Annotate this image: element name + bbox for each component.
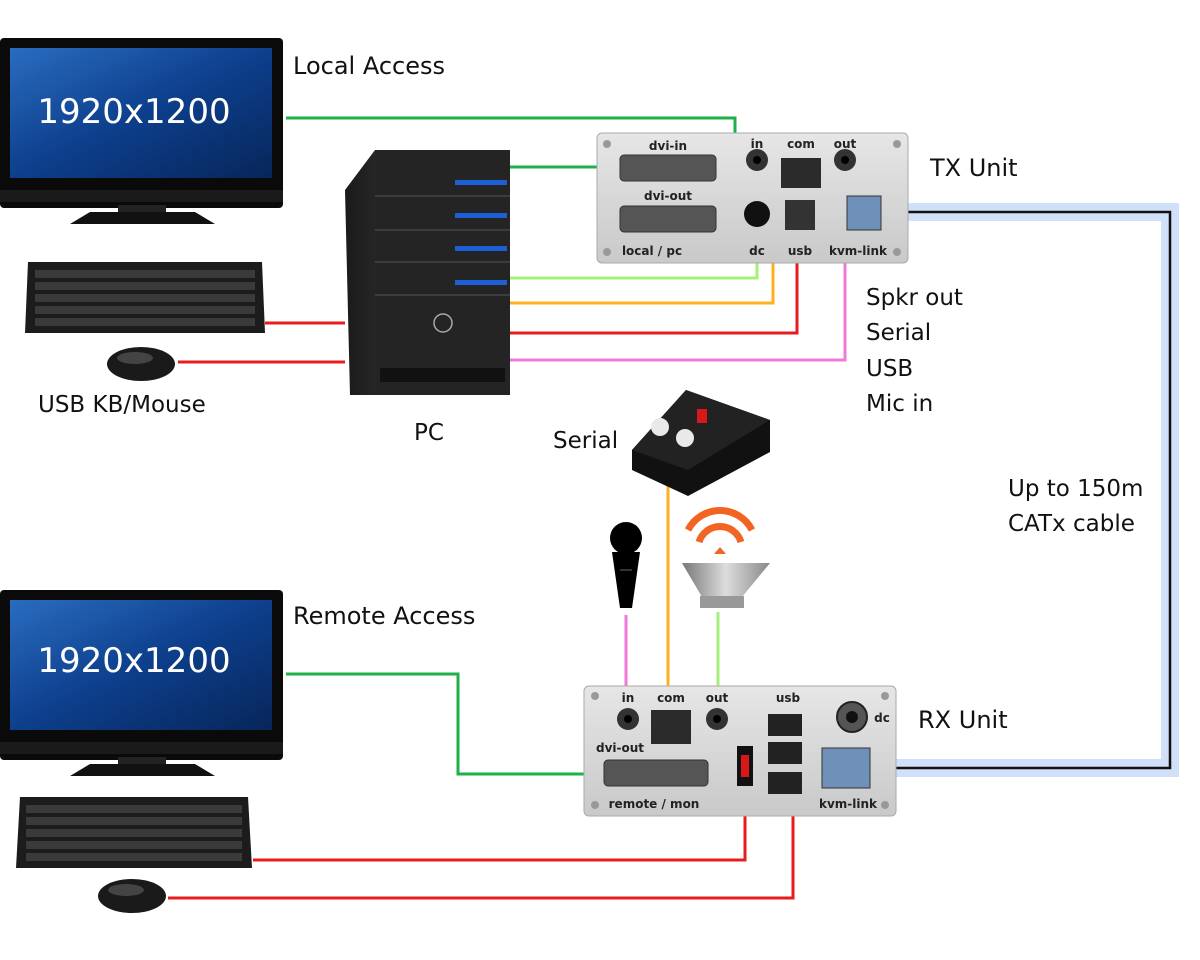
cable-type-label: CATx cable: [1008, 511, 1135, 537]
serial-device-label: Serial: [553, 428, 618, 454]
tx-usb-port: [785, 200, 815, 230]
serial-device: [632, 390, 770, 496]
remote-monitor-resolution: 1920x1200: [37, 641, 230, 681]
pc-tower: [345, 150, 510, 395]
tx-dvi-in-port: [619, 154, 717, 182]
signal-label-mic-in: Mic in: [866, 391, 933, 417]
pc-label: PC: [414, 420, 444, 446]
signal-label-usb: USB: [866, 356, 913, 382]
tx-unit: dvi-in dvi-out local / pc in com out dc …: [596, 132, 909, 264]
speaker-icon: [682, 507, 770, 608]
remote-mouse: [98, 879, 166, 913]
microphone-icon: [610, 522, 642, 608]
rx-out-label: out: [706, 691, 729, 705]
rx-com-label: com: [657, 691, 685, 705]
tx-com-port: [781, 158, 821, 188]
tx-local-pc-label: local / pc: [622, 244, 682, 258]
local-mouse: [107, 347, 175, 381]
local-access-label: Local Access: [293, 52, 445, 80]
rx-kvm-link-port: [821, 747, 871, 789]
catx-cable: [868, 210, 1172, 770]
rx-dc-label: dc: [874, 711, 890, 725]
rx-usb-port-2: [768, 742, 802, 764]
remote-monitor: 1920x1200: [0, 590, 283, 776]
tx-in-label: in: [751, 137, 764, 151]
local-monitor: 1920x1200: [0, 38, 283, 224]
rx-unit: in com out dvi-out remote / mon usb dc k…: [583, 685, 897, 817]
tx-usb-label: usb: [788, 244, 813, 258]
tx-kvm-link-port: [846, 195, 882, 231]
tx-screws: [603, 140, 901, 256]
rx-com-port: [651, 710, 691, 744]
rx-kvm-link-label: kvm-link: [819, 797, 878, 811]
tx-out-label: out: [834, 137, 857, 151]
usb-cable-remote-mouse: [168, 790, 795, 900]
tx-kvm-link-label: kvm-link: [829, 244, 888, 258]
rx-usb-port-1: [768, 714, 802, 736]
rx-remote-mon-label: remote / mon: [609, 797, 700, 811]
signal-label-spkr-out: Spkr out: [866, 285, 963, 311]
tx-unit-label: TX Unit: [929, 154, 1018, 182]
tx-dc-port: [744, 201, 770, 227]
remote-access-label: Remote Access: [293, 602, 475, 630]
local-monitor-screen: [10, 48, 272, 178]
signal-label-serial: Serial: [866, 320, 931, 346]
tx-dvi-out-label: dvi-out: [644, 189, 692, 203]
local-keyboard: [25, 262, 265, 333]
rx-screws: [591, 692, 889, 809]
hp-logo-icon: [433, 313, 453, 333]
rx-dvi-out-port: [603, 759, 709, 787]
rx-usb-port-3: [768, 772, 802, 794]
cable-length-label: Up to 150m: [1008, 476, 1143, 502]
tx-dvi-out-port: [619, 205, 717, 233]
tx-dc-label: dc: [749, 244, 765, 258]
remote-keyboard: [16, 797, 252, 868]
usb-kb-mouse-label: USB KB/Mouse: [38, 392, 206, 418]
dvi-cable-remote-monitor: [286, 672, 640, 776]
rx-dvi-out-label: dvi-out: [596, 741, 644, 755]
rx-unit-label: RX Unit: [918, 706, 1008, 734]
tx-com-label: com: [787, 137, 815, 151]
local-monitor-resolution: 1920x1200: [37, 92, 230, 132]
tx-dvi-in-label: dvi-in: [649, 139, 687, 153]
rx-in-label: in: [622, 691, 635, 705]
rx-usb-label: usb: [776, 691, 801, 705]
remote-monitor-screen: [10, 600, 272, 730]
